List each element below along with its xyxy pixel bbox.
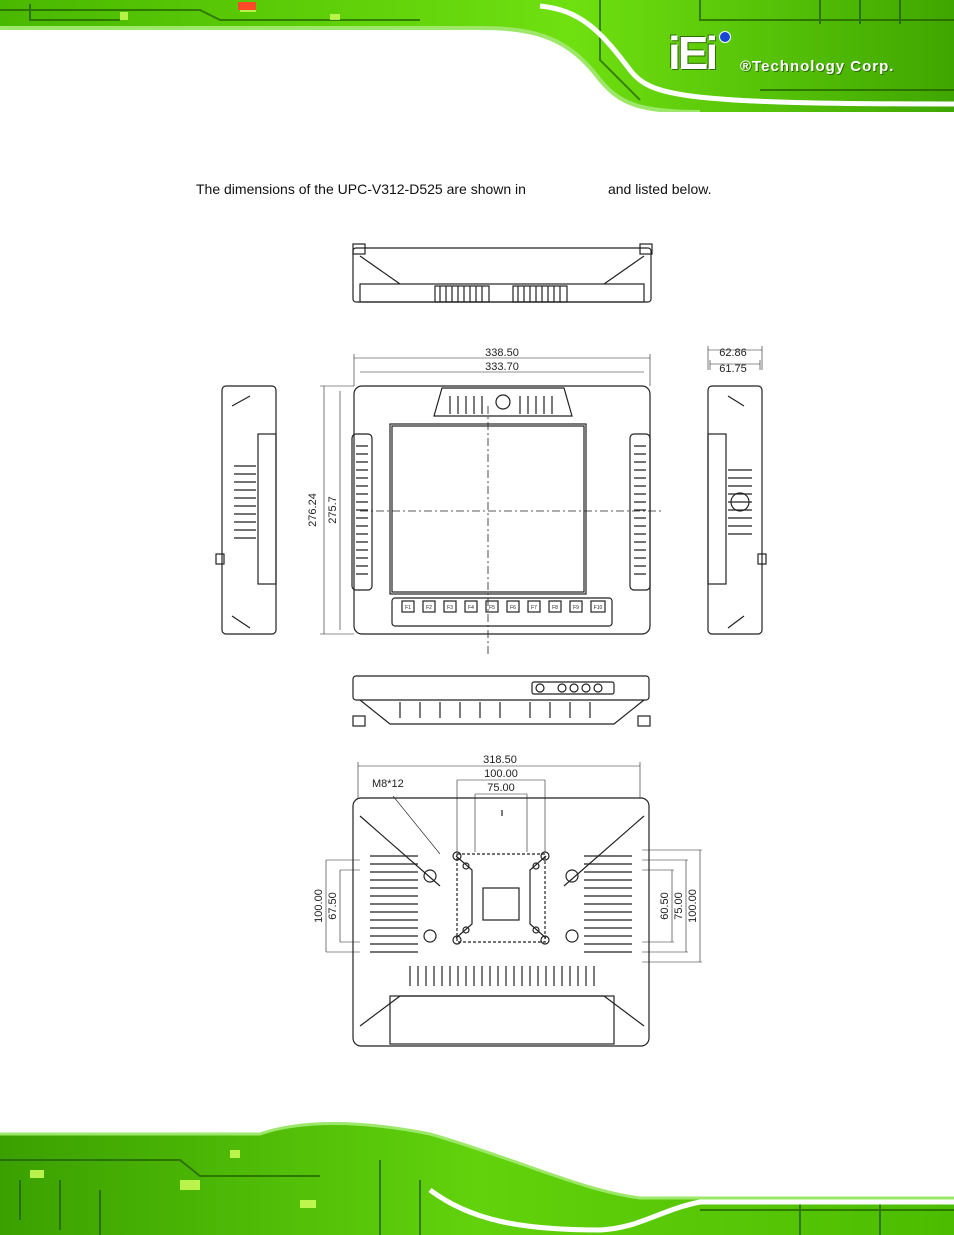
dim-overall-width: 338.50: [485, 347, 519, 359]
dim-left-67: 67.50: [327, 892, 339, 920]
key-label: F7: [531, 605, 537, 611]
intro-text-after: and listed below.: [607, 181, 712, 197]
right-side-view-drawing: 62.86 61.75: [707, 346, 767, 635]
company-logo: iEi ®Technology Corp.: [668, 28, 928, 84]
dim-depth-body: 61.75: [719, 363, 747, 375]
dim-inner-width: 333.70: [485, 361, 519, 373]
dim-screw-spec: M8*12: [372, 778, 404, 790]
dim-vesa-75: 75.00: [487, 782, 515, 794]
dim-inner-height: 275.7: [327, 496, 339, 524]
dim-right-75: 75.00: [673, 892, 685, 920]
dim-rear-width: 318.50: [483, 754, 517, 766]
key-label: F2: [426, 605, 432, 611]
intro-text-before: The dimensions of the UPC-V312-D525 are …: [196, 181, 526, 197]
rear-view: [325, 762, 702, 1047]
dim-right-100: 100.00: [687, 889, 699, 923]
logo-mark: iEi: [668, 27, 718, 79]
dim-depth-total: 62.86: [719, 347, 747, 359]
bottom-view: [352, 675, 651, 727]
key-label: F1: [405, 605, 411, 611]
key-label: F5: [489, 605, 495, 611]
key-label: F3: [447, 605, 453, 611]
dim-vesa-100: 100.00: [484, 768, 518, 780]
top-view: [352, 243, 653, 303]
left-side-view: [215, 385, 277, 635]
key-label: F9: [573, 605, 579, 611]
dimensions-drawing: 338.50 333.70 276.24 275.7 318.50 100.00…: [215, 243, 702, 1047]
key-label: F4: [468, 605, 474, 611]
key-label: F6: [510, 605, 516, 611]
logo-dot-icon: [719, 31, 731, 43]
key-label: F10: [594, 605, 603, 611]
header-pcb-banner: [0, 0, 954, 112]
logo-company-name: ®Technology Corp.: [740, 58, 895, 75]
dim-overall-height: 276.24: [307, 493, 319, 527]
dim-left-100: 100.00: [313, 889, 325, 923]
front-view: [320, 354, 662, 656]
intro-paragraph: The dimensions of the UPC-V312-D525 are …: [196, 180, 711, 198]
footer-pcb-banner: [0, 1120, 954, 1235]
dim-right-60: 60.50: [659, 892, 671, 920]
key-label: F8: [552, 605, 558, 611]
